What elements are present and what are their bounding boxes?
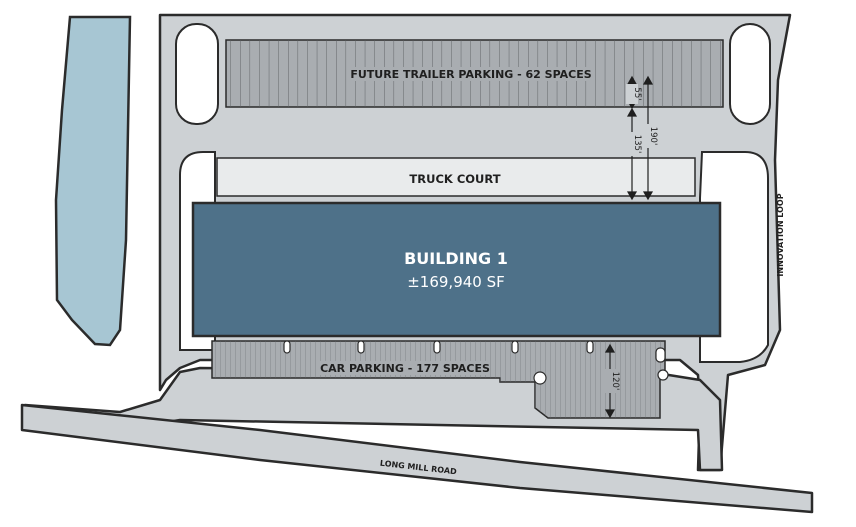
building-name: BUILDING 1: [404, 249, 508, 268]
parking-islands: [283, 340, 669, 385]
dimension-55: 55': [632, 87, 642, 100]
landscape-island-nw: [175, 23, 219, 125]
dimension-labels: 55' 135' 190' 120': [604, 84, 658, 393]
landscape-island-ne: [729, 23, 771, 125]
building-area: ±169,940 SF: [407, 273, 505, 291]
car-label-bg: [320, 361, 490, 375]
truck-court-label: TRUCK COURT: [409, 172, 500, 186]
dimension-120: 120': [610, 372, 620, 391]
long-mill-road: [20, 403, 814, 514]
truck-court: [216, 157, 696, 197]
road-label-innovation-loop: INNOVATION LOOP: [776, 193, 785, 276]
trailer-parking-label: FUTURE TRAILER PARKING - 62 SPACES: [350, 68, 591, 81]
car-parking-label: CAR PARKING - 177 SPACES: [320, 362, 490, 375]
dimension-135: 135': [632, 135, 642, 154]
building-footprint: [191, 201, 722, 338]
dimension-190: 190': [648, 127, 658, 146]
car-parking-stalls: [212, 341, 665, 418]
retention-pond: [54, 15, 132, 347]
trailer-label-bg: [352, 67, 590, 81]
